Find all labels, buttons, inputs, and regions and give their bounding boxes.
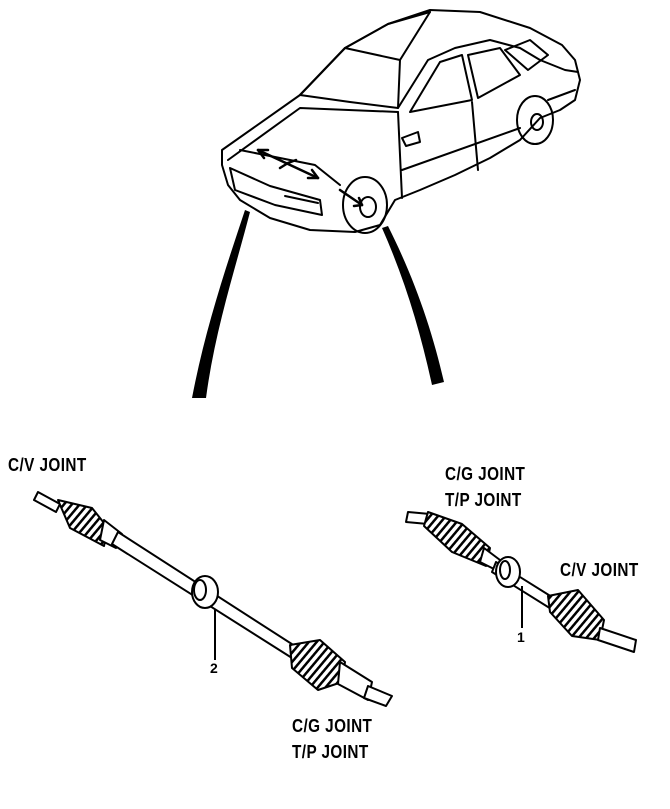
left-bottom-label-1: C/G JOINT: [292, 716, 373, 736]
right-mid-label: C/V JOINT: [560, 560, 639, 580]
right-shaft-callout-number: 1: [517, 629, 525, 645]
right-drive-shaft: [405, 511, 637, 653]
left-bottom-label-2: T/P JOINT: [292, 742, 369, 762]
left-drive-shaft: [33, 491, 393, 707]
right-top-label-1: C/G JOINT: [445, 464, 526, 484]
right-pointer-arrow: [382, 226, 444, 385]
car-illustration: [221, 9, 581, 234]
left-pointer-arrow: [192, 210, 250, 398]
left-top-label: C/V JOINT: [8, 455, 87, 475]
left-shaft-callout-number: 2: [210, 660, 218, 676]
right-top-label-2: T/P JOINT: [445, 490, 522, 510]
